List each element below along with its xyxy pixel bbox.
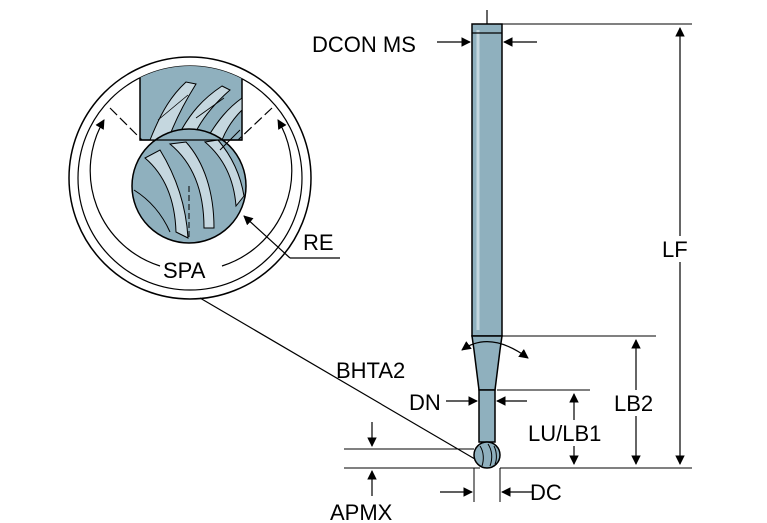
spa-line-left xyxy=(109,107,143,141)
neck-taper xyxy=(471,335,503,391)
re-leader xyxy=(243,215,291,259)
label-spa: SPA xyxy=(163,258,206,283)
end-mill-tool xyxy=(471,10,503,469)
label-lf: LF xyxy=(662,237,688,262)
spa-line-right xyxy=(237,107,273,141)
magnified-detail xyxy=(68,56,340,300)
label-re: RE xyxy=(303,230,334,255)
reduced-neck xyxy=(478,389,496,443)
label-apmx: APMX xyxy=(330,500,393,523)
detail-outer-circle xyxy=(68,56,312,300)
ball-nose xyxy=(473,441,501,469)
bhta2-arc xyxy=(461,341,529,359)
label-dn: DN xyxy=(409,390,441,415)
label-lb2: LB2 xyxy=(614,391,653,416)
spa-arc xyxy=(89,119,161,267)
label-dcon-ms: DCON MS xyxy=(312,32,416,57)
label-dc: DC xyxy=(530,480,562,505)
label-lu-lb1: LU/LB1 xyxy=(528,421,601,446)
detail-leader-line xyxy=(199,297,481,463)
label-bhta2: BHTA2 xyxy=(336,358,405,383)
